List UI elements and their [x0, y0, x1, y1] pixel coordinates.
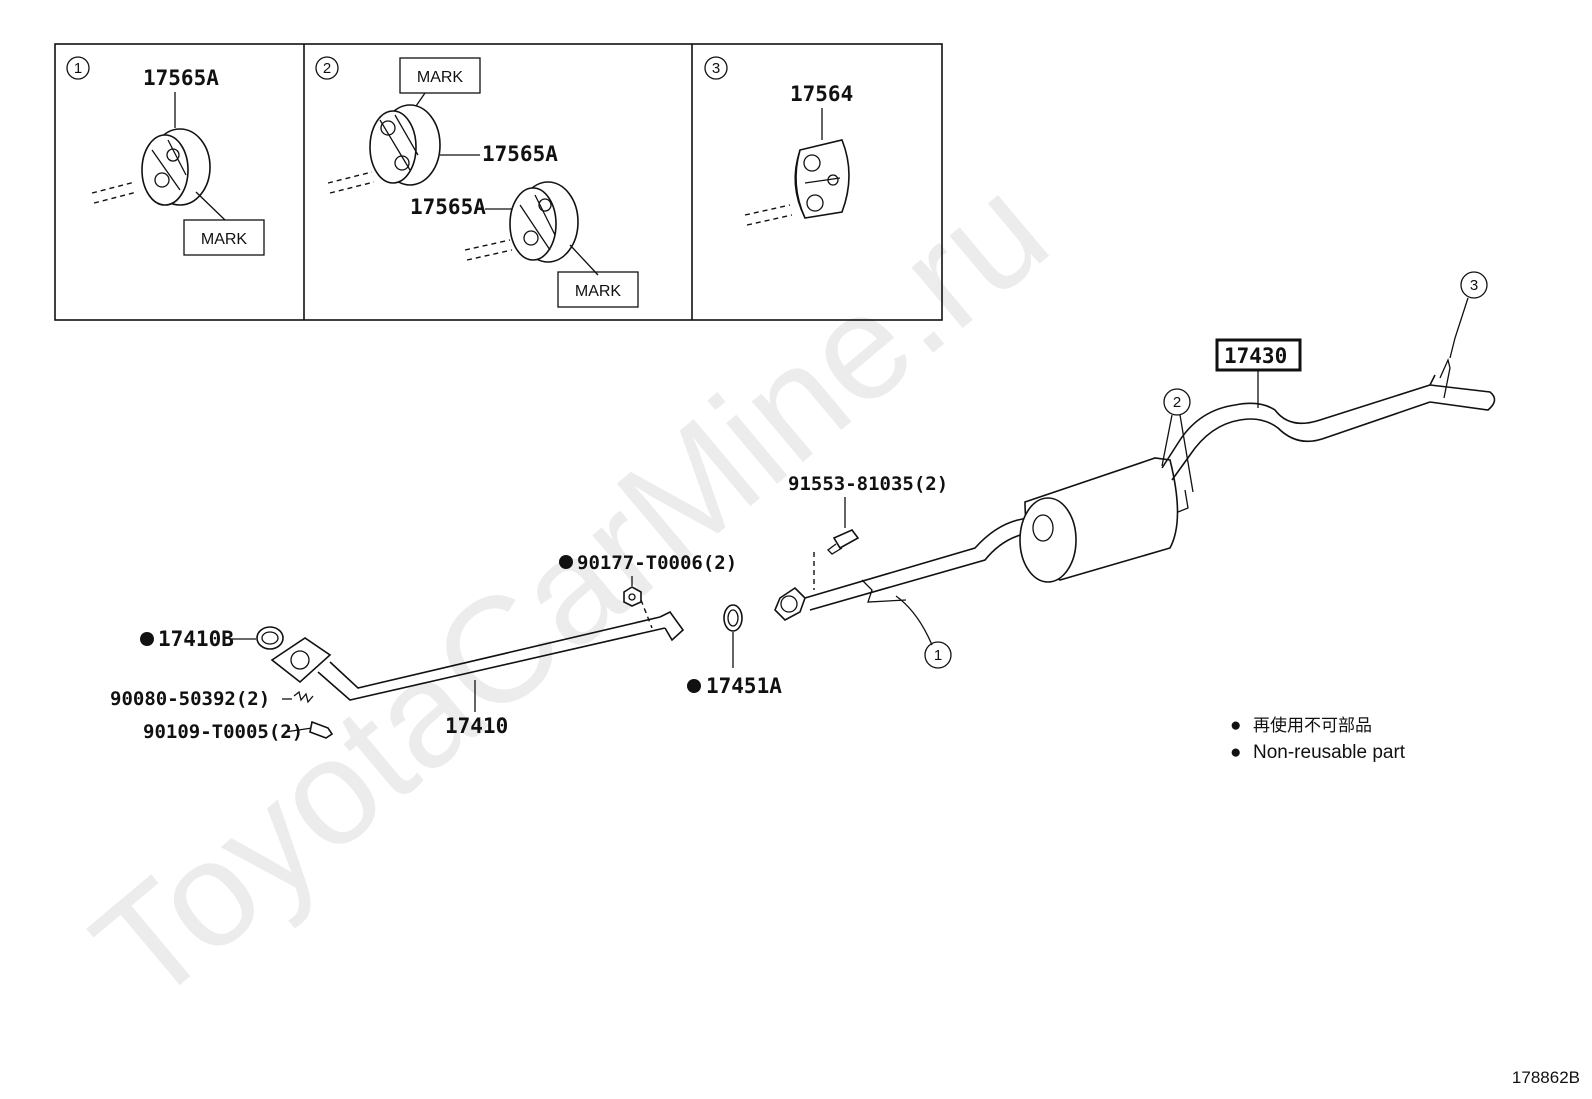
inset-2-number: 2 — [323, 60, 331, 77]
main-muffler-label: 17430 — [1224, 344, 1287, 368]
legend-symbol: ● — [1230, 742, 1241, 763]
gasket-ring — [256, 626, 284, 650]
front-pipe-label: 17410 — [445, 714, 508, 738]
callout-3: 3 — [1470, 277, 1478, 294]
inset-3-part: 17564 — [790, 82, 853, 106]
main-muffler-label-box — [1215, 338, 1302, 372]
rubber-hanger-icon — [794, 139, 850, 219]
callout-1-circle — [924, 641, 952, 669]
mark-label: MARK — [201, 231, 248, 248]
main-muffler — [774, 358, 1496, 621]
stud-bolt-label: 90109-T0005(2) — [143, 721, 303, 743]
rear-flange — [774, 586, 806, 621]
legend-english: Non-reusable part — [1253, 742, 1406, 763]
nut-label: 90177-T0006(2) — [577, 552, 737, 574]
mark-box-2b — [557, 271, 639, 308]
callout-2: 2 — [1173, 394, 1181, 411]
inset-2-number-circle — [315, 56, 339, 80]
watermark: ToyotaCarMine.ru — [63, 145, 1078, 1035]
non-reusable-bullet — [687, 679, 701, 693]
non-reusable-bullet — [140, 632, 154, 646]
mark-box-2a — [399, 57, 481, 94]
legend-symbol: ● — [1230, 715, 1241, 736]
callout-3-circle — [1460, 271, 1488, 299]
mark-label: MARK — [417, 69, 464, 86]
inset-2-part-top: 17565A — [482, 142, 558, 166]
gasket-mid-label: 17451A — [706, 674, 782, 698]
bolt-icon — [827, 529, 860, 555]
front-flange — [270, 637, 332, 684]
stud-bolt-icon — [309, 720, 334, 739]
mark-box-1 — [183, 219, 265, 256]
inset-1-part: 17565A — [143, 66, 219, 90]
gasket-front-label: 17410B — [158, 627, 234, 651]
spring-icon — [293, 690, 314, 704]
inset-frame — [54, 43, 943, 321]
front-pipe — [270, 610, 685, 701]
mark-label: MARK — [575, 283, 622, 300]
gasket-ring — [723, 604, 743, 632]
rubber-hanger-icon — [141, 128, 211, 206]
rubber-hanger-icon — [369, 104, 441, 186]
callout-1: 1 — [934, 647, 942, 664]
diagram-code: 178862B — [1512, 1068, 1580, 1087]
nut-icon — [623, 586, 642, 607]
inset-3-number-circle — [704, 56, 728, 80]
inset-3-number: 3 — [712, 60, 720, 77]
inset-2: 2 MARK 17565A 17565A MARK — [315, 56, 639, 308]
inset-1-number: 1 — [74, 60, 82, 77]
legend: ● 再使用不可部品 ● Non-reusable part — [1230, 715, 1406, 763]
inset-1-number-circle — [66, 56, 90, 80]
legend-japanese: 再使用不可部品 — [1253, 715, 1372, 735]
non-reusable-bullet — [559, 555, 573, 569]
inset-1: 1 17565A MARK — [66, 56, 265, 256]
rubber-hanger-icon — [509, 181, 579, 263]
inset-2-part-bottom: 17565A — [410, 195, 486, 219]
spring-label: 90080-50392(2) — [110, 688, 270, 710]
inset-3: 3 17564 — [704, 56, 853, 226]
bolt-label: 91553-81035(2) — [788, 473, 948, 495]
callout-2-circle — [1163, 388, 1191, 416]
